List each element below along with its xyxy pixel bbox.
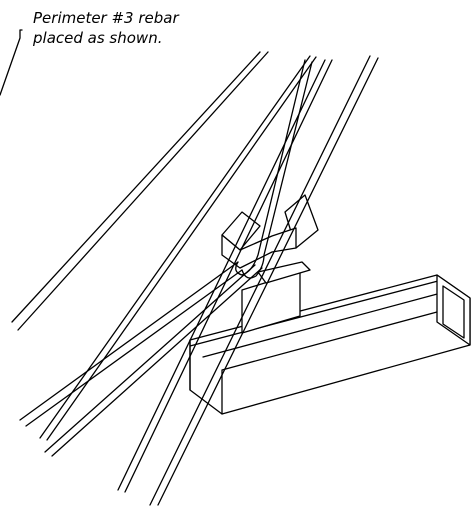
rebar-sweep-b2 bbox=[51, 267, 263, 457]
rebar-bend-loop-a bbox=[235, 59, 306, 276]
callout-line-2: placed as shown. bbox=[33, 29, 163, 47]
rebar-sweep-b1 bbox=[44, 264, 256, 453]
rebar-clip-upper-saddle bbox=[221, 227, 297, 269]
rebar-cross-b2 bbox=[124, 59, 333, 493]
rebar-straight-left-b bbox=[11, 51, 261, 323]
square-tube-edges bbox=[189, 280, 442, 415]
rebar-clip-upper bbox=[221, 194, 319, 269]
rebar-clip-lower-top bbox=[257, 261, 311, 284]
rebar-callout-note: Perimeter #3 rebar placed as shown. bbox=[33, 8, 179, 48]
rebar-sweep-a1 bbox=[19, 261, 239, 421]
rebar-sweep-a2 bbox=[25, 269, 243, 427]
callout-line-1: Perimeter #3 rebar bbox=[33, 9, 179, 27]
rebar-cross-a1 bbox=[39, 55, 311, 439]
rebar-cross-c2 bbox=[157, 57, 379, 506]
rebar-straight-left-a bbox=[17, 51, 269, 331]
square-tube-end-inner bbox=[442, 285, 465, 339]
square-tube bbox=[189, 274, 471, 415]
callout-leader-line bbox=[0, 29, 23, 96]
rebar-cross-c1 bbox=[149, 55, 371, 506]
rebar-bend-loop-b bbox=[241, 61, 313, 279]
rebar-cross-a2 bbox=[46, 56, 317, 441]
rebar-cross-b1 bbox=[117, 59, 326, 491]
